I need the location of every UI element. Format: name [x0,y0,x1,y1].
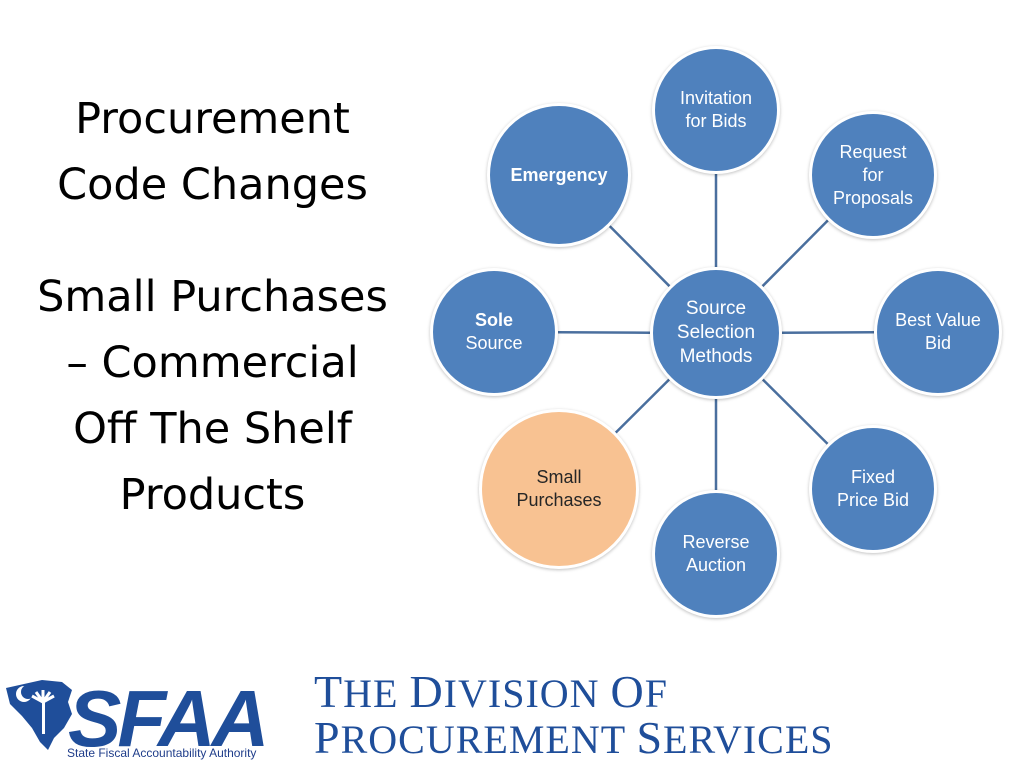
division-line-2: PROCUREMENT SERVICES [314,712,834,763]
node-emergency: Emergency [487,103,631,247]
node-label: Sole [474,310,513,330]
node-label: Price Bid [836,490,910,510]
connector-request-for-proposals [761,219,829,288]
node-label: Selection [676,322,756,343]
node-label: Best Value [895,310,981,330]
node-label: Source [465,333,523,353]
title-line: Code Changes [57,160,368,210]
logo-wordmark: SFAA [68,674,265,763]
connector-lines [557,174,875,490]
node-label: for [862,164,884,185]
node-label: Request [839,141,907,162]
node-label: Reverse [682,532,750,552]
sfaa-logo: SFAA [6,674,269,763]
footer: SFAA State Fiscal Accountability Authori… [0,660,1024,768]
division-title: THE DIVISION OF PROCUREMENT SERVICES [314,666,834,763]
connector-small-purchases [614,378,671,434]
subtitle-line: Small Purchases [37,272,388,322]
node-label: Source [685,298,747,319]
connector-fixed-price-bid [761,378,829,445]
node-invitation-for-bids: Invitation for Bids [652,46,780,174]
subtitle-line: Products [119,470,306,520]
node-label: Proposals [832,187,914,208]
subtitle-line: Off The Shelf [73,404,352,454]
subtitle-line: – Commercial [66,338,359,388]
node-label: Emergency [510,164,608,185]
node-label: Bid [924,333,951,353]
logo-tagline: State Fiscal Accountability Authority [67,746,257,760]
slide-title: Procurement Code Changes Small Purchases… [10,86,415,528]
node-label: for Bids [685,111,747,131]
node-label: Invitation [679,88,753,108]
division-line-1: THE DIVISION OF [314,666,669,717]
node-label: Purchases [516,490,602,510]
node-label: Small [536,467,582,487]
node-label: Auction [685,555,747,575]
title-line: Procurement [75,94,350,144]
node-label: Methods [679,346,753,367]
node-label: Fixed [850,467,895,487]
connector-emergency [608,225,671,288]
